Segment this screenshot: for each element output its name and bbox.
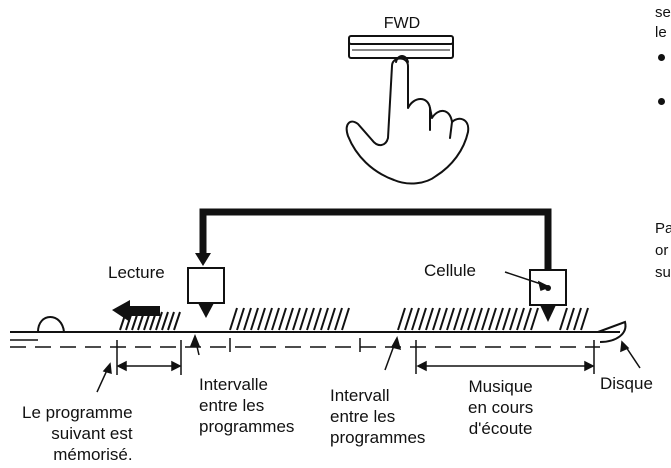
record-grooves xyxy=(119,307,589,331)
edge-text-5: su xyxy=(655,264,671,281)
disc-track xyxy=(10,316,627,348)
hand-icon xyxy=(345,55,470,185)
bullet-dot xyxy=(658,54,665,61)
edge-text-1: se xyxy=(655,4,671,21)
intervalle-2-label: Intervall entre les programmes xyxy=(330,386,426,447)
edge-text-2: le xyxy=(655,24,667,41)
dimension-arrows xyxy=(102,280,630,375)
left-pickup-cell xyxy=(187,267,225,318)
cellule-label: Cellule xyxy=(424,261,476,280)
reading-direction-arrow xyxy=(112,300,160,322)
disque-label: Disque xyxy=(600,374,653,393)
musique-label: Musique en cours d'écoute xyxy=(468,377,534,438)
fwd-label: FWD xyxy=(384,15,420,32)
edge-text-3: Pa xyxy=(655,220,671,237)
lecture-label: Lecture xyxy=(108,263,165,282)
programme-label: Le programme suivant est mémorisé. xyxy=(22,403,133,464)
fwd-button xyxy=(348,35,454,59)
edge-text-4: or xyxy=(655,242,669,259)
intervalle-1-label: Intervalle entre les programmes xyxy=(199,375,295,436)
skip-arrow xyxy=(195,208,552,270)
bullet-dot xyxy=(658,98,665,105)
